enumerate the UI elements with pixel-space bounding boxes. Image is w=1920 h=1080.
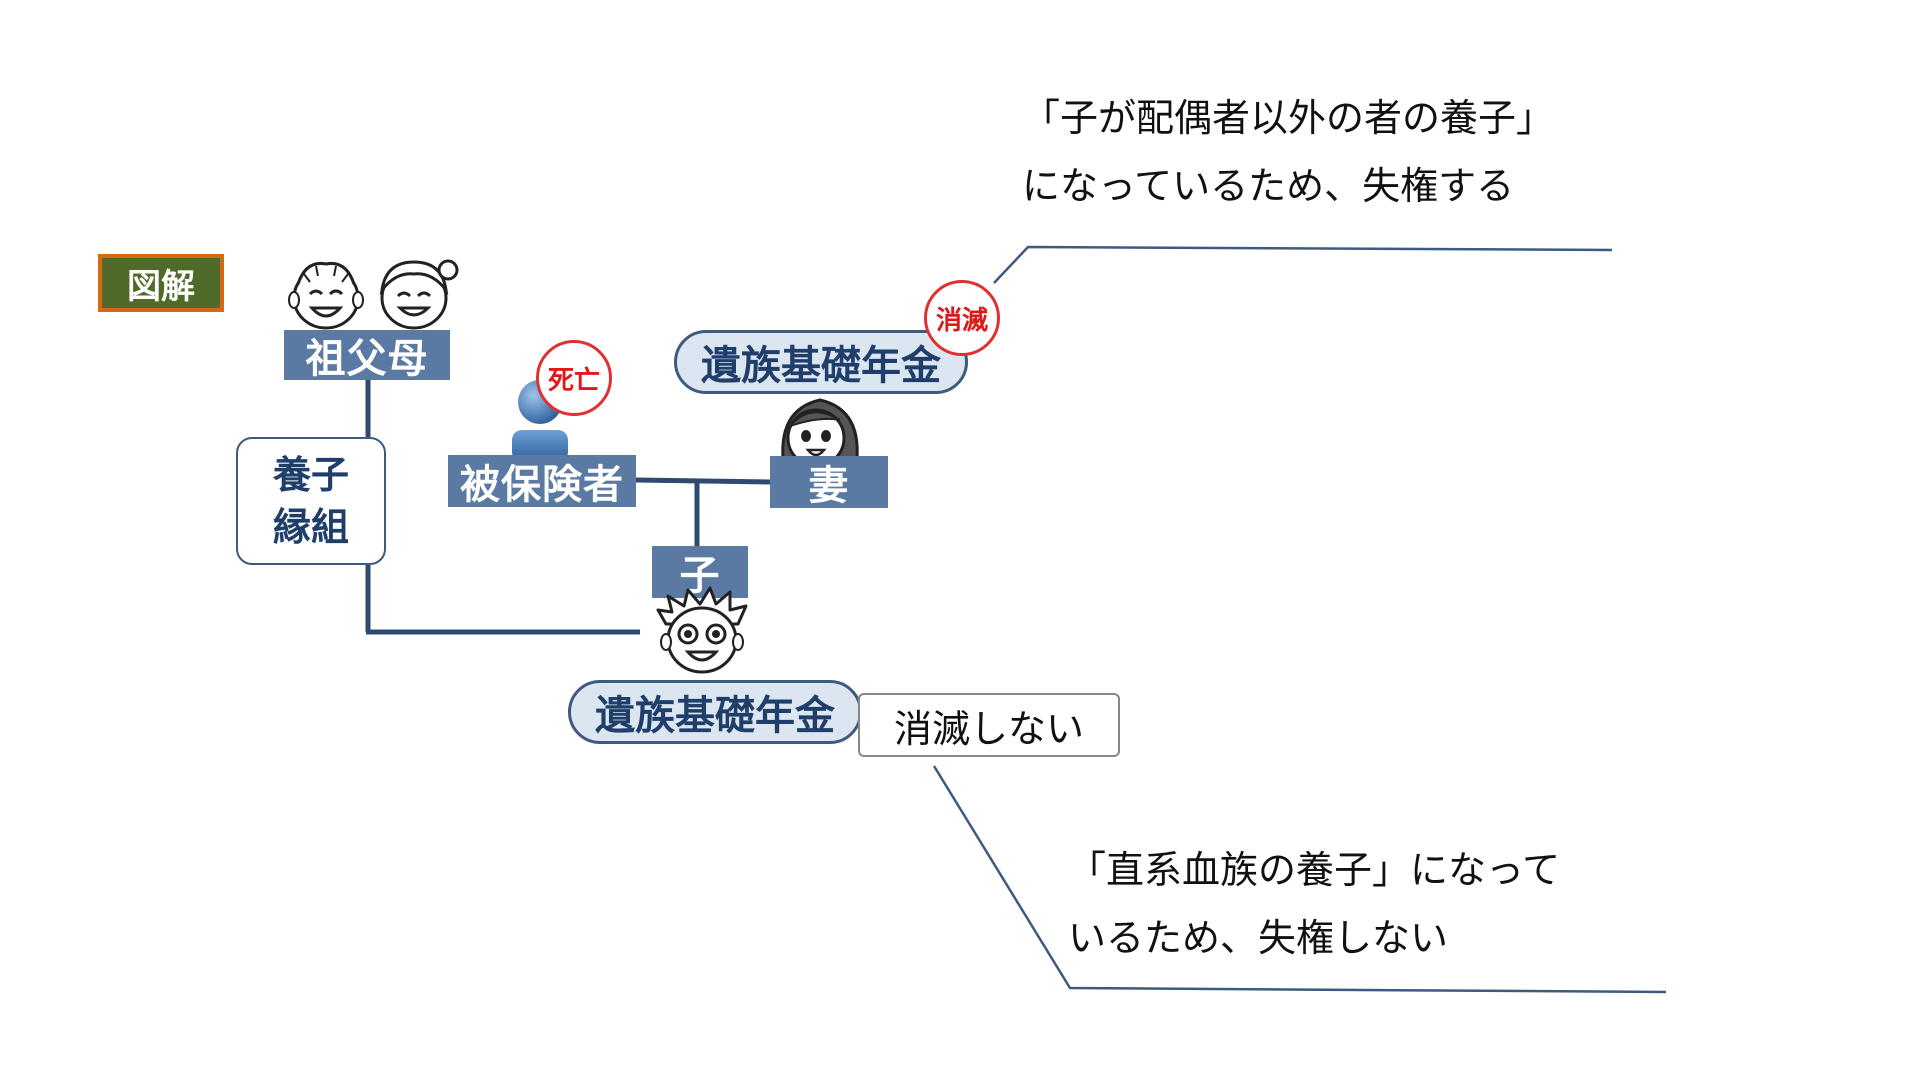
bottom-annotation-line2: いるため、失権しない	[1068, 916, 1449, 960]
wife-label: 妻	[770, 456, 888, 509]
child-status-box: 消滅しない	[858, 693, 1120, 757]
adoption-line1: 養子	[272, 453, 349, 497]
death-badge: 死亡	[536, 340, 612, 416]
child-pension-pill: 遺族基礎年金	[568, 680, 862, 744]
grandfather-face-icon	[288, 261, 364, 330]
marriage-line	[635, 477, 771, 485]
top-annotation-line1: 「子が配偶者以外の者の養子」	[1022, 96, 1555, 140]
child-face-icon	[656, 586, 748, 674]
grandparents-label: 祖父母	[284, 330, 450, 382]
extinguished-badge: 消滅	[924, 280, 1000, 356]
wife-pension-pill: 遺族基礎年金	[674, 330, 968, 394]
child-label: 子	[652, 546, 748, 599]
diagram-label: 図解	[98, 254, 224, 312]
bottom-annotation-line1: 「直系血族の養子」になって	[1068, 848, 1561, 892]
top-annotation-line2: になっているため、失権する	[1022, 164, 1515, 208]
top-annotation: 「子が配偶者以外の者の養子」 になっているため、失権する	[1022, 84, 1554, 220]
insured-label: 被保険者	[448, 455, 636, 508]
top-annotation-leader	[993, 245, 1613, 284]
adoption-box: 養子 縁組	[236, 437, 386, 565]
grandmother-face-icon	[379, 259, 459, 330]
bottom-annotation: 「直系血族の養子」になって いるため、失権しない	[1068, 836, 1560, 972]
adoption-line2: 縁組	[272, 505, 349, 549]
bottom-annotation-leader	[932, 765, 1667, 994]
